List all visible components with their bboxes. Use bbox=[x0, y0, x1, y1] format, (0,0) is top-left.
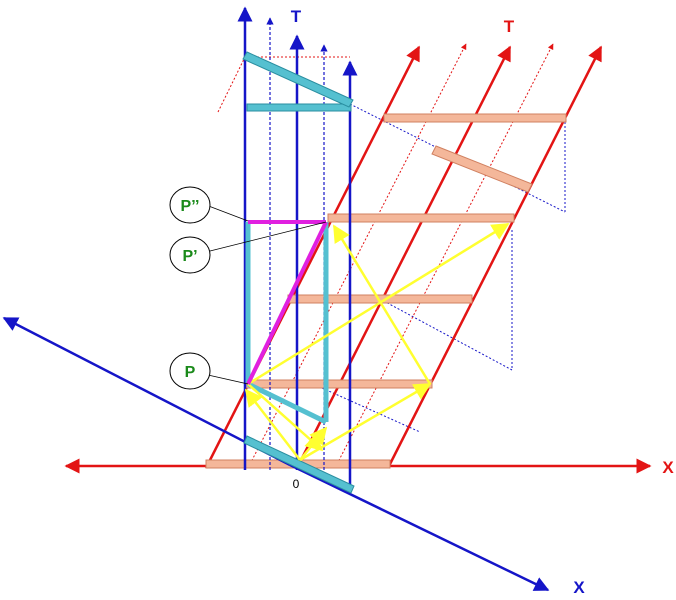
cyan-bar-axis bbox=[243, 435, 355, 494]
cyan-bars bbox=[242, 51, 355, 494]
label-red-x: X bbox=[662, 458, 674, 477]
label-blue-t: T bbox=[291, 7, 302, 26]
blue-x-axis bbox=[289, 463, 550, 592]
blue-x-axis-negative bbox=[2, 316, 291, 467]
label-blue-x: X bbox=[573, 578, 585, 597]
cyan-bar-diagonal-top bbox=[242, 51, 354, 108]
callout-p-double-prime: P’’ bbox=[169, 186, 211, 224]
callout-p-prime: P’ bbox=[169, 236, 211, 274]
salmon-bar-p-double-prime bbox=[327, 213, 515, 223]
salmon-bar-top bbox=[383, 113, 567, 123]
magenta-lines bbox=[246, 220, 328, 385]
salmon-bar-diagonal bbox=[431, 145, 533, 193]
callout-p: P bbox=[169, 352, 211, 390]
yellow-light-rays bbox=[244, 222, 510, 462]
label-red-t: T bbox=[504, 17, 515, 36]
label-p: P bbox=[185, 364, 196, 381]
label-origin: 0 bbox=[293, 477, 300, 491]
callout-leaders bbox=[205, 204, 327, 385]
cyan-bar-horizontal bbox=[246, 103, 352, 112]
salmon-bar-p bbox=[245, 379, 433, 389]
label-p-prime: P’ bbox=[182, 248, 197, 265]
label-p-double-prime: P’’ bbox=[181, 198, 200, 215]
